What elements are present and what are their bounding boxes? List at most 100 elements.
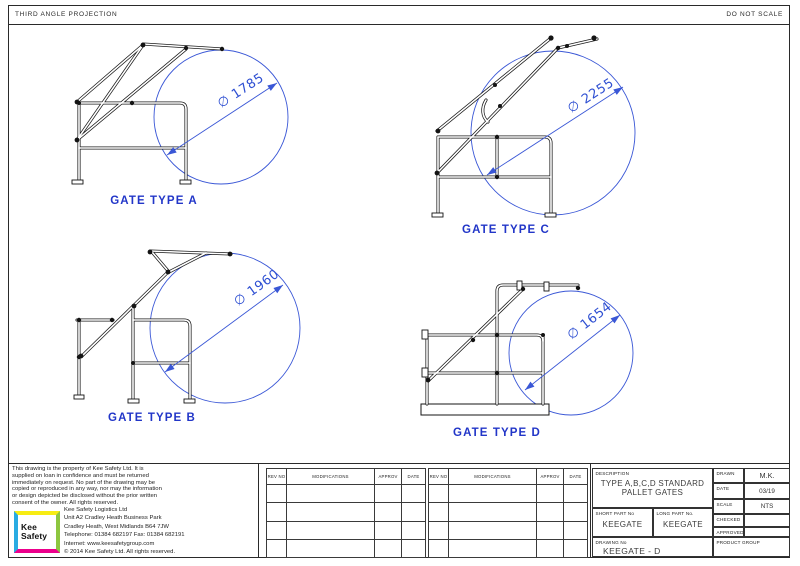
checked-label-cell: CHECKED [713,514,744,527]
rev-cell-empty [564,485,588,504]
gate-a-dimension-text: ∅ 1785 [215,71,267,112]
gate-c-label: GATE TYPE C [462,224,550,236]
rev-cell-empty [429,521,449,540]
kee-safety-logo: Kee Safety [14,511,60,553]
rev-cell-empty [449,521,537,540]
disclaimer-line: consent of the owner. All rights reserve… [12,499,119,506]
scale-label-cell: SCALE [713,499,744,514]
rev-header-date: DATE [564,469,588,485]
rev-cell-empty [402,503,426,522]
rev-header-revno: REV NO [429,469,449,485]
gate-b-label: GATE TYPE B [108,412,196,424]
rev-cell-empty [537,485,564,504]
gate-a-fittings [71,42,225,185]
rev-header-modifications: MODIFICATIONS [287,469,375,485]
rev-cell-empty [449,485,537,504]
rev-cell-empty [375,485,402,504]
disclaimer-line: This drawing is the property of Kee Safe… [12,466,144,472]
checked-value [744,514,790,527]
date-label-cell: DATE [713,483,744,499]
gate-a-drawing: ∅ 1785 GATE TYPE A [71,42,289,207]
description-line1: TYPE A,B,C,D STANDARD [600,478,705,488]
gate-c-fittings [431,35,597,218]
gate-b-fittings [73,249,233,404]
company-copyright: © 2014 Kee Safety Ltd. All rights reserv… [64,549,176,556]
rev-header-approv: APPROV [537,469,564,485]
company-website: Internet: www.keesafetygroup.com [64,540,155,547]
title-block: DESCRIPTION TYPE A,B,C,D STANDARD PALLET… [592,468,790,557]
gate-c-dimension-line [486,86,624,176]
rev-cell-empty [537,521,564,540]
drawn-value: M.K. [744,468,790,483]
long-part-label: LONG PART No. [656,510,694,516]
short-part-value: KEEGATE [602,519,643,529]
rev-cell-empty [287,503,375,522]
product-group-cell: PRODUCT GROUP [713,537,790,557]
gate-b-drawing: ∅ 1960 GATE TYPE B [73,249,301,424]
revision-table-1: REV NO MODIFICATIONS APPROV DATE [266,468,426,558]
disclaimer-line: or design depicted be disclosed without … [12,493,158,499]
company-address-block: Kee Safety Logistics Ltd Unit A2 Cradley… [64,506,185,557]
drawing-no-cell: DRAWING No KEEGATE - D [592,537,713,557]
gate-b-dimension-text: ∅ 1960 [231,267,282,310]
title-section-divider [8,463,790,464]
description-label: DESCRIPTION [595,470,630,476]
logo-text-kee: Kee [21,522,37,533]
rev-cell-empty [375,503,402,522]
gate-b-dimension-line [164,284,284,373]
description-cell: DESCRIPTION TYPE A,B,C,D STANDARD PALLET… [592,468,713,508]
gate-d-dimension-text: ∅ 1654 [565,299,615,343]
gate-c-drawing: ∅ 2255 GATE TYPE C [431,35,636,236]
rev-cell-empty [287,485,375,504]
rev-header-revno: REV NO [267,469,287,485]
description-line2: PALLET GATES [621,487,684,497]
rev-cell-empty [375,539,402,558]
disclaimer-text: This drawing is the property of Kee Safe… [12,466,258,507]
rev-cell-empty [429,539,449,558]
rev-cell-empty [267,485,287,504]
disclaimer-line: copied or reproduced in any way, nor may… [12,486,162,493]
rev-cell-empty [287,521,375,540]
title-block-divider [590,463,591,558]
approved-label-cell: APPROVED [713,527,744,537]
disclaimer-line: immediately on request. No part of the d… [12,479,156,486]
scale-label: SCALE [716,501,733,507]
rev-cell-empty [429,485,449,504]
rev-cell-empty [429,503,449,522]
rev-cell-empty [537,503,564,522]
short-part-label: SHORT PART No [595,510,635,516]
rev-header-date: DATE [402,469,426,485]
gate-a-label: GATE TYPE A [110,195,198,207]
approved-value [744,527,790,537]
revision-table-2: REV NO MODIFICATIONS APPROV DATE [428,468,588,558]
short-part-cell: SHORT PART No KEEGATE [592,508,653,537]
rev-cell-empty [449,503,537,522]
rev-cell-empty [267,521,287,540]
left-block-divider [258,463,259,558]
gate-a-dimension-circle [153,49,289,185]
company-phone-fax: Telephone: 01384 682197 Fax: 01384 68219… [64,532,185,539]
rev-cell-empty [564,503,588,522]
scale-value: NTS [744,499,790,514]
gate-d-drawing: ∅ 1654 GATE TYPE D [420,280,634,439]
rev-cell-empty [267,539,287,558]
drawing-no-value: KEEGATE - D [603,545,661,556]
date-label: DATE [716,485,730,491]
approved-label: APPROVED [716,529,744,535]
gate-d-baseboard [420,403,550,416]
do-not-scale-note: DO NOT SCALE [726,11,783,18]
long-part-value: KEEGATE [663,519,703,529]
gate-d-dimension-circle [508,290,634,416]
rev-cell-empty [402,485,426,504]
drawn-label: DRAWN [716,470,735,476]
rev-cell-empty [537,539,564,558]
gate-c-dimension-circle [470,50,636,216]
projection-note: THIRD ANGLE PROJECTION [15,11,118,18]
rev-cell-empty [449,539,537,558]
long-part-cell: LONG PART No. KEEGATE [653,508,713,537]
company-name: Kee Safety Logistics Ltd [64,507,128,513]
rev-cell-empty [402,539,426,558]
disclaimer-line: supplied on loan in confidence and must … [12,472,149,479]
gate-d-label: GATE TYPE D [453,427,541,439]
